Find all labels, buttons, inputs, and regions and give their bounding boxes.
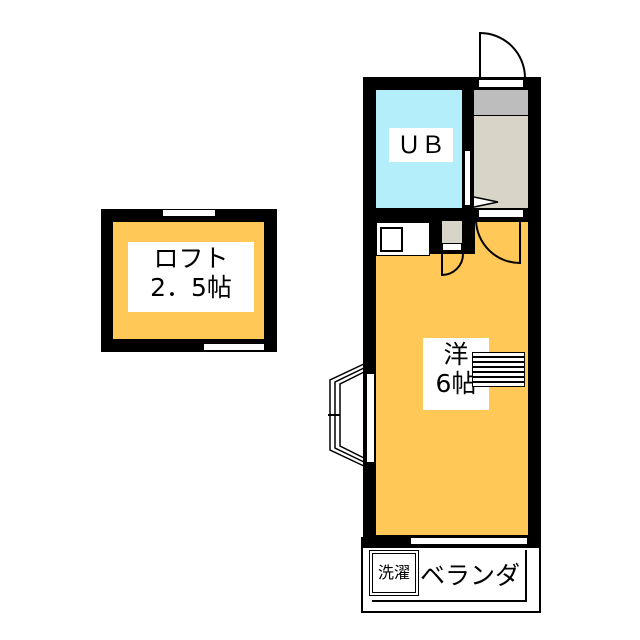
balcony-window (410, 537, 528, 545)
closet (442, 221, 462, 243)
room-type: 洋 (443, 340, 469, 369)
balcony-rail (372, 550, 527, 602)
closet-door-icon (441, 253, 464, 277)
loft-label: ロフト 2．5帖 (128, 242, 254, 312)
entrance-opening (479, 80, 523, 87)
sink-icon (380, 227, 403, 252)
loft-window-top (163, 210, 215, 216)
closet-door-opening (442, 243, 462, 251)
balcony-label: ベランダ (420, 556, 521, 592)
entrance-floor (474, 90, 528, 116)
room-door-opening (479, 210, 523, 217)
side-window (366, 373, 375, 463)
bathroom-label: ＵＢ (389, 128, 453, 162)
room-door-icon (475, 219, 521, 265)
hallway (474, 116, 528, 208)
stairs-icon (472, 352, 525, 387)
washer-space: 洗濯 (369, 550, 419, 596)
loft-name: ロフト (153, 244, 229, 273)
loft-size: 2．5帖 (150, 272, 232, 302)
balcony (361, 537, 541, 613)
bay-window-icon (328, 362, 367, 468)
loft-window-bottom (204, 344, 264, 350)
room-size: 6帖 (435, 368, 477, 398)
hall-arrow-icon (473, 196, 499, 208)
entrance-door-icon (479, 31, 526, 79)
bath-door (464, 150, 471, 206)
